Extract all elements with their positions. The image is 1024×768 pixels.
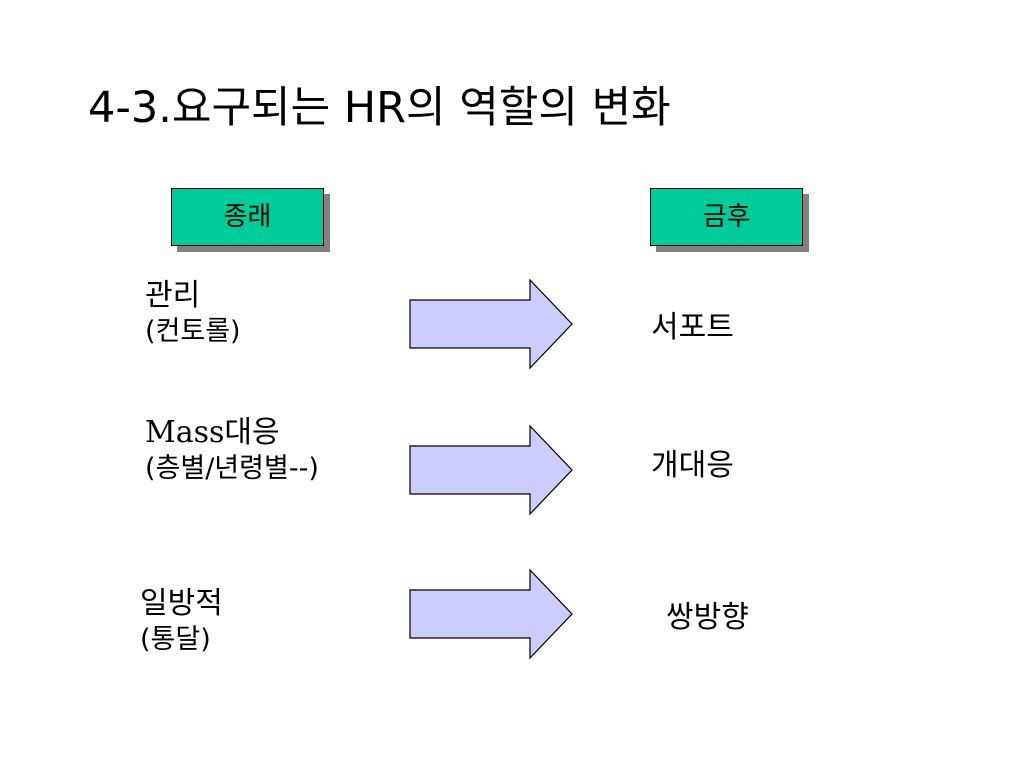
row-1-before: 관리 (컨토롤) (145, 278, 241, 350)
row-3-arrow-shape (409, 568, 573, 660)
header-before-label: 종래 (171, 188, 324, 246)
row-1-before-sub: (컨토롤) (145, 316, 241, 347)
header-after-box: 금후 (650, 188, 809, 252)
row-1-arrow-shape (409, 278, 573, 370)
row-2-before-main: Mass대응 (145, 415, 280, 450)
row-3-after: 쌍방향 (666, 600, 749, 635)
header-after-label: 금후 (650, 188, 803, 246)
row-2-before: Mass대응 (층별/년령별--) (145, 415, 319, 487)
row-2-arrow-shape (409, 424, 573, 516)
right-arrow-icon (409, 424, 573, 516)
row-1-after: 서포트 (651, 310, 734, 345)
header-before-box: 종래 (171, 188, 330, 252)
slide-title: 4-3.요구되는 HR의 역할의 변화 (88, 83, 671, 133)
row-1-before-main: 관리 (145, 278, 201, 313)
row-3-before: 일방적 (통달) (140, 586, 223, 658)
row-3-before-main: 일방적 (140, 586, 223, 621)
right-arrow-icon (409, 278, 573, 370)
row-2-after: 개대응 (651, 448, 734, 483)
row-3-before-sub: (통달) (140, 624, 211, 655)
row-2-before-sub: (층별/년령별--) (145, 453, 319, 484)
right-arrow-icon (409, 568, 573, 660)
